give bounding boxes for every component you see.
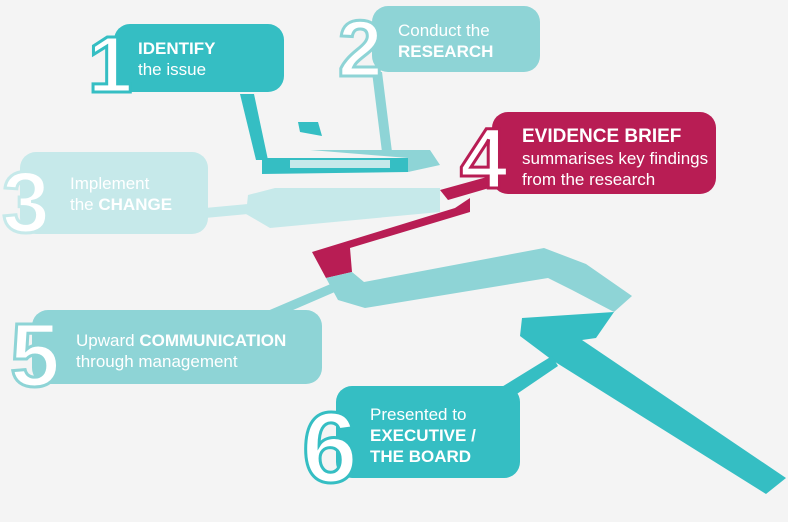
step-4-number: 4 <box>460 111 508 207</box>
step-3-label: Implement the CHANGE <box>70 173 172 215</box>
step-5-number: 5 <box>10 306 60 406</box>
path-segment-upper-plate <box>246 188 440 228</box>
step-5-prefix: Upward <box>76 331 140 350</box>
step-6-heading-2: THE BOARD <box>370 447 472 466</box>
step-1-callout: 1 <box>87 19 284 111</box>
step-6-number: 6 <box>302 392 358 504</box>
step-3-subtext: Implement <box>70 174 150 193</box>
path-arrow-stub <box>298 122 322 136</box>
step-1-number: 1 <box>88 20 133 109</box>
stem-step3 <box>205 204 248 218</box>
path-segment-evidence <box>312 198 470 278</box>
step-4-box <box>492 112 716 194</box>
stem-step2 <box>372 72 392 152</box>
step-1-box <box>114 24 284 92</box>
step-3-heading: CHANGE <box>98 195 173 214</box>
step-5-callout: 5 <box>9 305 322 408</box>
path-segment-descent <box>520 312 786 494</box>
step-4-heading: EVIDENCE BRIEF <box>522 126 682 147</box>
path-segment-step2-link <box>310 150 440 172</box>
step-2-box <box>372 6 540 72</box>
connector-path <box>205 72 786 494</box>
step-5-label: Upward COMMUNICATION through management <box>76 330 286 372</box>
step-2-label: Conduct the RESEARCH <box>398 20 493 62</box>
step-4-subtext-1: summarises key findings <box>522 149 709 168</box>
step-3-prefix: the <box>70 195 99 214</box>
step-2-heading: RESEARCH <box>398 42 494 61</box>
step-6-label: Presented to EXECUTIVE / THE BOARD <box>370 404 476 467</box>
step-5-subtext: through management <box>76 352 238 371</box>
stem-step6 <box>500 356 558 400</box>
path-stub-light <box>290 160 390 168</box>
step-1-subtext: the issue <box>138 60 207 79</box>
step-3-number: 3 <box>2 155 50 251</box>
step-5-box <box>32 310 322 384</box>
path-segment-loop <box>326 248 632 312</box>
step-1-label: IDENTIFY the issue <box>138 38 215 80</box>
step-5-heading: COMMUNICATION <box>139 331 287 350</box>
step-4-label: EVIDENCE BRIEF summarises key findings f… <box>522 126 708 190</box>
step-6-box <box>336 386 520 478</box>
step-3-callout: 3 <box>1 152 208 253</box>
step-6-heading-1: EXECUTIVE / <box>370 426 476 445</box>
step-4-callout: 4 <box>459 110 716 209</box>
step-6-subtext: Presented to <box>370 405 467 424</box>
step-3-box <box>20 152 208 234</box>
step-1-heading: IDENTIFY <box>138 39 216 58</box>
step-2-number: 2 <box>338 4 383 93</box>
step-2-subtext: Conduct the <box>398 21 490 40</box>
step-4-subtext-2: from the research <box>522 170 656 189</box>
step-6-callout: 6 <box>301 386 520 506</box>
stem-step1 <box>240 94 268 160</box>
step-2-callout: 2 <box>337 3 540 95</box>
